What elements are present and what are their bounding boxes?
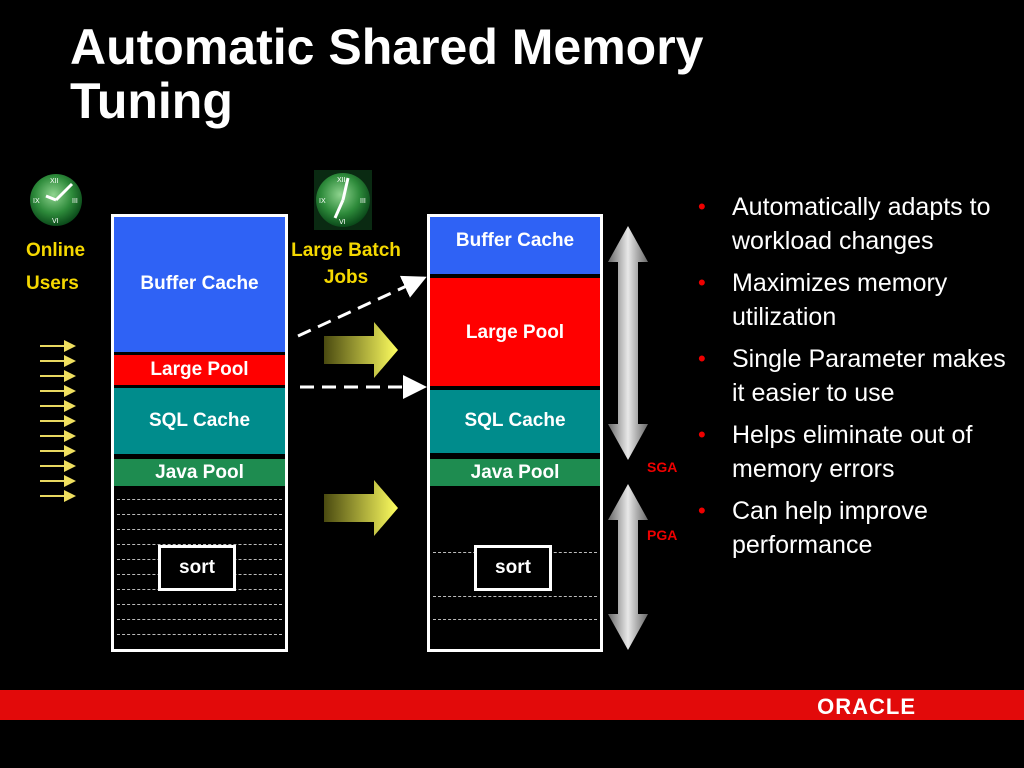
bullet-dot: • (698, 498, 706, 523)
svg-text:III: III (360, 198, 366, 205)
batch-jobs-label-line1: Large Batch (291, 240, 401, 261)
transition-arrow (324, 322, 398, 378)
right-sort-box: sort (474, 545, 552, 591)
left-buffer-cache: Buffer Cache (113, 216, 286, 352)
left-sort-label: sort (179, 557, 215, 578)
bullet-item: • Maximizes memory utilization (692, 266, 1012, 334)
left-memory-frame (111, 214, 288, 652)
sga-label: SGA (647, 459, 678, 475)
bullet-dot: • (698, 194, 706, 219)
svg-text:XII: XII (337, 177, 346, 184)
pga-range-arrow (608, 484, 648, 650)
clock-globe-icon: XII IX III VI (314, 170, 372, 230)
left-large-pool-label: Large Pool (150, 359, 249, 380)
left-buffer-cache-label: Buffer Cache (140, 273, 259, 294)
svg-text:IX: IX (33, 198, 40, 205)
right-java-pool: Java Pool (429, 459, 601, 486)
bullet-item: • Single Parameter makes it easier to use (692, 342, 1012, 410)
right-sql-cache-label: SQL Cache (464, 410, 566, 431)
bullet-text: Maximizes memory utilization (732, 269, 948, 331)
bullet-list: • Automatically adapts to workload change… (692, 190, 1012, 570)
svg-text:III: III (72, 198, 78, 205)
bullet-dot: • (698, 346, 706, 371)
bullet-dot: • (698, 270, 706, 295)
right-large-pool: Large Pool (429, 278, 601, 386)
user-request-arrows (40, 340, 76, 502)
online-users-label-line2: Users (26, 273, 79, 294)
right-sort-label: sort (495, 557, 531, 578)
online-users-label-line1: Online (26, 240, 86, 261)
svg-text:VI: VI (52, 218, 59, 225)
page-title: Automatic Shared Memory Tuning (70, 19, 704, 129)
bullet-text: Single Parameter makes it easier to use (732, 345, 1006, 407)
batch-jobs-label-line2: Jobs (323, 267, 369, 288)
bullet-dot: • (698, 422, 706, 447)
right-buffer-cache-label: Buffer Cache (455, 230, 575, 251)
left-java-pool-label: Java Pool (155, 461, 244, 483)
right-memory-frame (427, 214, 603, 652)
clock-globe-icon: XII IX III VI (28, 172, 84, 228)
bullet-text: Automatically adapts to workload changes (732, 193, 991, 255)
sga-range-arrow (608, 226, 648, 460)
right-java-pool-label: Java Pool (470, 461, 560, 483)
left-sql-cache: SQL Cache (113, 388, 286, 454)
bullet-text: Helps eliminate out of memory errors (732, 421, 973, 483)
left-java-pool: Java Pool (113, 459, 286, 486)
left-sql-cache-label: SQL Cache (148, 410, 251, 431)
footer-bar (0, 690, 1024, 720)
svg-text:VI: VI (339, 219, 346, 226)
svg-text:IX: IX (319, 198, 326, 205)
bullet-item: • Can help improve performance (692, 494, 1012, 562)
right-large-pool-label: Large Pool (465, 322, 565, 343)
right-sql-cache: SQL Cache (429, 390, 601, 453)
bullet-item: • Automatically adapts to workload change… (692, 190, 1012, 258)
bullet-text: Can help improve performance (732, 497, 928, 559)
bullet-item: • Helps eliminate out of memory errors (692, 418, 1012, 486)
resize-dashed-arrows (297, 275, 427, 399)
left-large-pool: Large Pool (113, 355, 286, 385)
pga-label: PGA (647, 527, 678, 543)
svg-text:XII: XII (50, 178, 59, 185)
oracle-logo: ORACLE (817, 694, 916, 719)
transition-arrow (324, 480, 398, 536)
right-buffer-cache: Buffer Cache (429, 216, 601, 274)
left-sort-box: sort (158, 545, 236, 591)
